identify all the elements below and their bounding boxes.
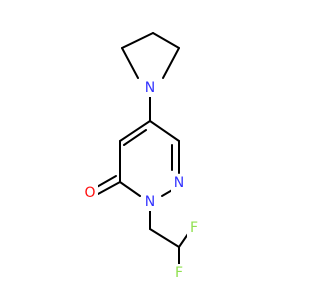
atom-label-n-pyrrolidine: N	[145, 80, 155, 96]
pyridazinone-ring	[119, 120, 180, 197]
atom-label-n2: N	[145, 194, 155, 210]
molecule-structure: N O N N F F	[83, 32, 201, 282]
bond-ch2-chf2	[149, 228, 180, 248]
atom-label-n1: N	[174, 175, 184, 191]
bond-c3-o-double-a	[97, 181, 121, 195]
atom-label-f-bottom: F	[175, 265, 183, 281]
atom-f-top: F	[187, 219, 201, 237]
bond-c3-o-double-b	[94, 175, 117, 189]
atom-f-bottom: F	[172, 264, 186, 282]
atom-o-carbonyl: O	[83, 184, 98, 202]
pyrrolidine-ring	[121, 32, 180, 79]
atom-n-pyrrolidine: N	[142, 79, 158, 97]
atom-n1: N	[171, 174, 187, 192]
atom-label-f-top: F	[190, 220, 198, 236]
atom-label-o: O	[84, 185, 95, 201]
atom-n2: N	[142, 193, 158, 211]
